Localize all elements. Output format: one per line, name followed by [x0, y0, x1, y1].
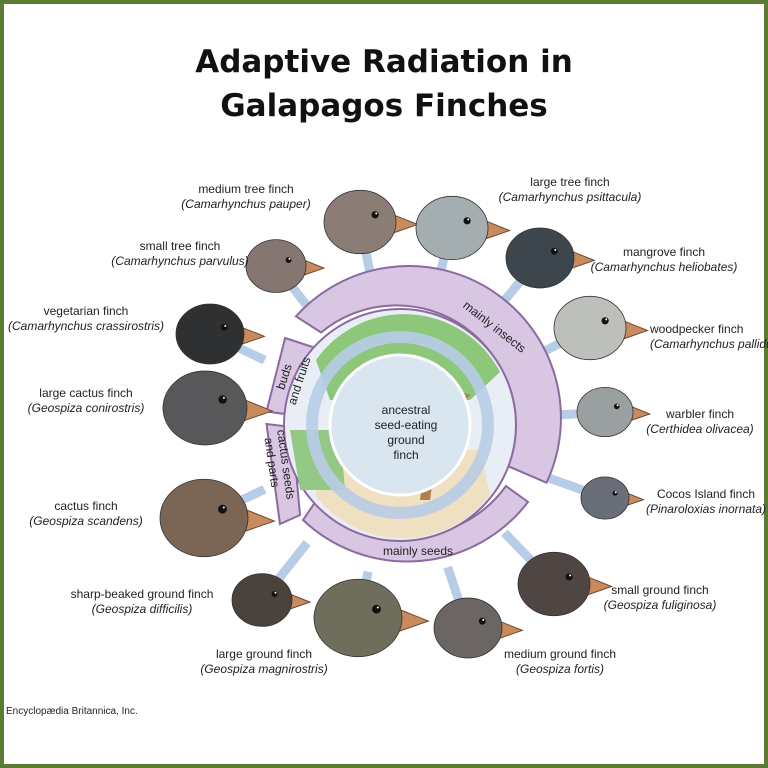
large-ground-finch-scientific-name: (Geospiza magnirostris): [200, 662, 327, 676]
warbler-finch-head-shape: [576, 386, 634, 438]
inner-circle: [283, 308, 517, 542]
cactus-finch-head: [159, 478, 276, 558]
cocos-island-finch-head: [580, 476, 645, 520]
medium-tree-finch-common-name: medium tree finch: [198, 182, 293, 196]
large-ground-finch-common-name: large ground finch: [216, 647, 312, 661]
cocos-island-finch-scientific-name: (Pinaroloxias inornata): [646, 502, 766, 516]
medium-ground-finch-scientific-name: (Geospiza fortis): [516, 662, 604, 676]
warbler-finch-common-name: warbler finch: [665, 407, 734, 421]
label-cactus-2: and parts: [262, 437, 283, 489]
large-tree-finch-head-shape: [415, 195, 489, 261]
large-cactus-finch-eye: [218, 395, 227, 404]
vegetarian-finch-eye-glint: [224, 324, 227, 327]
small-tree-finch-head-shape: [245, 239, 307, 293]
large-ground-finch-head-shape: [313, 578, 403, 658]
mangrove-finch-eye: [550, 247, 558, 255]
woodpecker-finch-head: [553, 295, 650, 361]
sharp-beaked-ground-finch-head: [231, 573, 312, 627]
mangrove-finch-head: [505, 227, 596, 289]
cocos-island-finch-common-name: Cocos Island finch: [657, 487, 755, 501]
large-ground-finch-eye: [372, 604, 381, 614]
vegetarian-finch-common-name: vegetarian finch: [44, 304, 129, 318]
sharp-beaked-ground-finch-eye-glint: [274, 591, 277, 594]
mangrove-finch-scientific-name: (Camarhynchus heliobates): [591, 260, 738, 274]
center-line-2: seed-eating: [375, 418, 438, 432]
medium-tree-finch-eye-glint: [375, 212, 378, 215]
finch-labels: medium tree finch(Camarhynchus pauper) la…: [8, 175, 768, 676]
large-cactus-finch-head: [162, 370, 274, 446]
small-ground-finch-head: [517, 551, 614, 617]
title-line-1: Adaptive Radiation in: [195, 44, 573, 80]
mangrove-finch-common-name: mangrove finch: [623, 245, 705, 259]
center-line-1: ancestral: [382, 403, 431, 417]
cactus-finch-eye-glint: [222, 506, 225, 509]
small-tree-finch-eye-glint: [288, 257, 291, 260]
medium-ground-finch-eye: [478, 617, 486, 625]
medium-tree-finch-scientific-name: (Camarhynchus pauper): [181, 197, 310, 211]
medium-ground-finch-eye-glint: [482, 618, 485, 621]
large-cactus-finch-scientific-name: (Geospiza conirostris): [28, 401, 145, 415]
small-ground-finch-eye: [565, 573, 573, 581]
warbler-finch-scientific-name: (Certhidea olivacea): [646, 422, 753, 436]
warbler-finch-head: [576, 386, 652, 438]
mangrove-finch-head-shape: [505, 227, 575, 289]
large-tree-finch-eye-glint: [467, 218, 470, 221]
medium-ground-finch-head: [433, 597, 524, 659]
large-ground-finch-head: [313, 578, 430, 658]
large-cactus-finch-common-name: large cactus finch: [39, 386, 132, 400]
cactus-finch-head-shape: [159, 478, 249, 558]
small-tree-finch-eye: [285, 257, 292, 263]
small-ground-finch-eye-glint: [569, 574, 572, 577]
cactus-finch-scientific-name: (Geospiza scandens): [29, 514, 142, 528]
woodpecker-finch-scientific-name: (Camarhynchus pallidus): [650, 337, 768, 351]
credit: Encyclopædia Britannica, Inc.: [6, 706, 138, 717]
woodpecker-finch-eye-glint: [605, 318, 608, 321]
ring-insects: [294, 265, 562, 485]
cocos-island-finch-eye-glint: [614, 491, 617, 494]
sharp-beaked-ground-finch-head-shape: [231, 573, 293, 627]
cocos-island-finch-head-shape: [580, 476, 630, 520]
large-tree-finch-eye: [463, 217, 471, 225]
small-tree-finch-head: [245, 239, 326, 293]
woodpecker-finch-head-shape: [553, 295, 627, 361]
large-cactus-finch-head-shape: [162, 370, 248, 446]
title-line-2: Galapagos Finches: [220, 88, 548, 124]
center-line-3: ground: [387, 433, 424, 447]
large-tree-finch-head: [415, 195, 512, 261]
medium-ground-finch-head-shape: [433, 597, 503, 659]
medium-tree-finch-head-shape: [323, 189, 397, 255]
small-ground-finch-scientific-name: (Geospiza fuliginosa): [604, 598, 717, 612]
cactus-finch-eye: [218, 504, 227, 514]
large-tree-finch-scientific-name: (Camarhynchus psittacula): [499, 190, 642, 204]
label-mainly-seeds: mainly seeds: [383, 544, 453, 558]
vegetarian-finch-scientific-name: (Camarhynchus crassirostris): [8, 319, 164, 333]
small-tree-finch-scientific-name: (Camarhynchus parvulus): [111, 254, 248, 268]
sharp-beaked-ground-finch-scientific-name: (Geospiza difficilis): [92, 602, 193, 616]
mangrove-finch-eye-glint: [554, 248, 557, 251]
woodpecker-finch-eye: [601, 317, 609, 325]
sharp-beaked-ground-finch-eye: [271, 591, 278, 597]
vegetarian-finch-head-shape: [175, 303, 245, 365]
medium-tree-finch-head: [323, 189, 420, 255]
medium-tree-finch-eye: [371, 211, 379, 219]
diagram-title: Adaptive Radiation in Galapagos Finches: [0, 40, 768, 128]
large-cactus-finch-eye-glint: [222, 396, 225, 399]
large-ground-finch-eye-glint: [376, 606, 379, 609]
small-ground-finch-common-name: small ground finch: [611, 583, 708, 597]
cactus-finch-common-name: cactus finch: [54, 499, 117, 513]
finch-heads: [159, 189, 652, 659]
warbler-finch-eye-glint: [616, 404, 619, 407]
center-line-4: finch: [393, 448, 418, 462]
large-tree-finch-common-name: large tree finch: [530, 175, 609, 189]
vegetarian-finch-eye: [220, 323, 228, 331]
warbler-finch-eye: [613, 403, 620, 410]
woodpecker-finch-common-name: woodpecker finch: [649, 322, 743, 336]
vegetarian-finch-head: [175, 303, 266, 365]
small-ground-finch-head-shape: [517, 551, 591, 617]
cocos-island-finch-eye: [612, 490, 618, 496]
sharp-beaked-ground-finch-common-name: sharp-beaked ground finch: [71, 587, 214, 601]
small-tree-finch-common-name: small tree finch: [140, 239, 221, 253]
medium-ground-finch-common-name: medium ground finch: [504, 647, 616, 661]
